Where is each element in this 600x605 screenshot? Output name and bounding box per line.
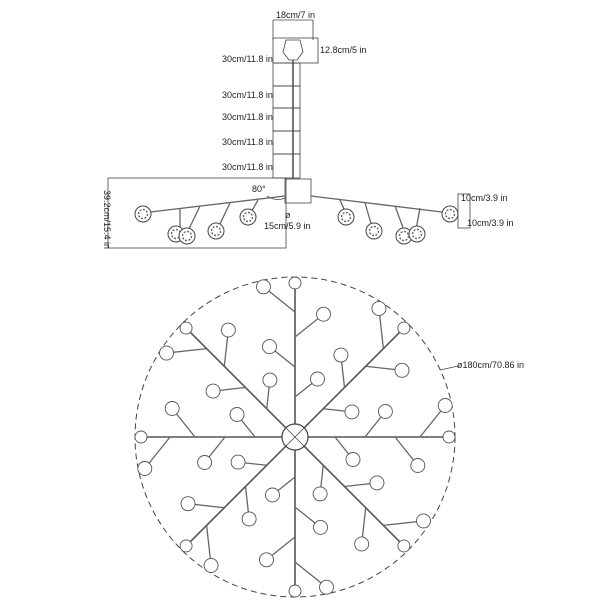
rod-segment-box-2 — [272, 85, 301, 109]
canopy-height-label: 12.8cm/5 in — [320, 45, 367, 55]
top-bulb — [319, 579, 334, 595]
side-shade — [441, 205, 459, 223]
side-shade-pattern — [444, 208, 456, 220]
top-bulb — [344, 404, 360, 420]
top-bulb — [288, 584, 302, 598]
top-bulb — [137, 461, 153, 476]
top-bulb — [442, 430, 456, 444]
overall-diameter-label: ø180cm/70.86 in — [457, 360, 524, 370]
side-shade-pattern — [398, 230, 410, 242]
shade-dimension-box — [457, 193, 471, 229]
side-view: 18cm/7 in 12.8cm/5 in 30cm/11.8 in 30cm/… — [102, 10, 514, 249]
side-arms — [134, 195, 459, 245]
top-bulb — [230, 454, 246, 470]
top-bulb — [394, 362, 410, 378]
angle-arc — [266, 195, 286, 200]
top-bulb — [134, 430, 148, 444]
side-shade-pattern — [411, 228, 423, 240]
side-shade-pattern — [242, 211, 254, 223]
body-height-box — [107, 177, 287, 249]
canopy-outline-box — [272, 37, 319, 64]
canopy-width-label: 18cm/7 in — [276, 10, 315, 20]
side-shade-pattern — [210, 225, 222, 237]
side-arm-right — [310, 195, 451, 214]
top-bulb — [354, 536, 370, 552]
top-bulb — [397, 321, 411, 335]
side-shade — [207, 222, 225, 240]
side-shade — [239, 208, 257, 226]
top-bulb — [437, 398, 453, 413]
top-bulb — [256, 279, 271, 295]
top-bulb — [229, 407, 245, 422]
side-shade-pattern — [181, 230, 193, 242]
side-shade — [134, 205, 152, 223]
top-bulb — [416, 513, 431, 529]
top-bulb — [179, 321, 193, 335]
side-shade — [365, 222, 383, 240]
body-height-label: 39.2cm/15.4 in — [102, 190, 112, 249]
rod-segment-label-5: 30cm/11.8 in — [222, 162, 273, 172]
top-bulb — [179, 539, 193, 553]
hub — [284, 178, 312, 204]
side-shade — [408, 225, 426, 243]
side-shade — [337, 208, 355, 226]
rod-segment-box-3 — [272, 107, 301, 132]
top-bulb — [159, 345, 174, 361]
hub-width-label: 15cm/5.9 in — [264, 221, 311, 231]
top-bulb — [197, 455, 213, 470]
top-bulb — [369, 475, 385, 491]
top-bulb — [262, 339, 277, 355]
canopy — [282, 39, 304, 61]
top-bulb — [313, 519, 328, 535]
center-hub-cross-2 — [285, 427, 305, 447]
top-bulb — [397, 539, 411, 553]
side-shade-pattern — [368, 225, 380, 237]
top-bulb — [205, 383, 221, 399]
top-bulb — [310, 371, 325, 387]
top-bulb — [241, 511, 257, 527]
top-bulb — [164, 401, 180, 416]
rod-segment-box-4 — [272, 130, 301, 155]
top-view: ø180cm/70.86 in — [134, 276, 524, 598]
shade-width-label: 10cm/3.9 in — [467, 218, 514, 228]
top-bulb — [203, 558, 219, 573]
top-bulb — [259, 552, 274, 568]
top-bulb — [345, 452, 361, 467]
angle-label: 80° — [252, 184, 266, 194]
side-shade-pattern — [137, 208, 149, 220]
top-bulb — [333, 347, 349, 363]
diameter-leader-line — [439, 365, 459, 371]
side-arm-left — [141, 195, 286, 214]
top-bulb — [316, 306, 331, 322]
rod-segment-label-1: 30cm/11.8 in — [222, 54, 273, 64]
top-bulb — [220, 322, 236, 338]
rod-segment-label-2: 30cm/11.8 in — [222, 90, 273, 100]
rod-segment-label-3: 30cm/11.8 in — [222, 112, 273, 122]
top-bulb — [265, 487, 280, 503]
hub-diameter-symbol: ø — [285, 210, 291, 220]
side-shade — [178, 227, 196, 245]
top-bulb — [262, 372, 278, 388]
rod-segment-box-5 — [272, 153, 301, 179]
top-bulb — [288, 276, 302, 290]
top-arms — [134, 276, 456, 598]
rod-segment-label-4: 30cm/11.8 in — [222, 137, 273, 147]
top-bulb — [410, 458, 426, 473]
side-shade-pattern — [340, 211, 352, 223]
top-bulb — [312, 486, 328, 502]
top-bulb — [371, 301, 387, 316]
top-bulb — [180, 496, 196, 512]
top-bulb — [377, 404, 393, 419]
shade-height-label: 10cm/3.9 in — [461, 193, 508, 203]
rod-segment-box-1 — [272, 62, 301, 87]
